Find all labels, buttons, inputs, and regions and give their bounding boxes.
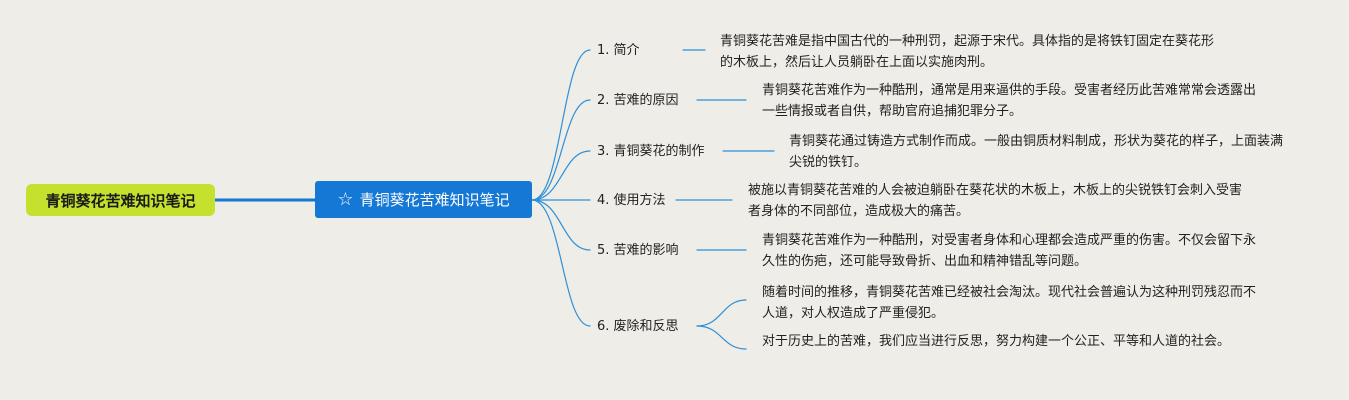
leaf-usage: 被施以青铜葵花苦难的人会被迫躺卧在葵花状的木板上，木板上的尖锐铁钉会刺入受害者身… bbox=[748, 183, 1243, 219]
leaf-cause: 青铜葵花苦难作为一种酷刑，通常是用来逼供的手段。受害者经历此苦难常常会透露出一些… bbox=[762, 83, 1257, 119]
leaf-abolish-1: 随着时间的推移，青铜葵花苦难已经被社会淘汰。现代社会普遍认为这种刑罚残忍而不人道… bbox=[762, 285, 1257, 321]
branch-impact[interactable]: 5. 苦难的影响 bbox=[597, 243, 679, 258]
center-to-branch-link-2 bbox=[531, 99, 591, 201]
root-node[interactable]: 青铜葵花苦难知识笔记 bbox=[26, 184, 215, 216]
central-topic-label: 青铜葵花苦难知识笔记 bbox=[359, 191, 510, 209]
center-to-branch-link-6 bbox=[531, 199, 591, 327]
center-to-branch-link-1 bbox=[531, 49, 591, 201]
star-outline-icon: ☆ bbox=[337, 188, 354, 210]
branch-usage[interactable]: 4. 使用方法 bbox=[597, 193, 666, 208]
branch-intro[interactable]: 1. 简介 bbox=[597, 43, 640, 58]
central-topic-node[interactable]: ☆ 青铜葵花苦难知识笔记 bbox=[315, 181, 532, 218]
root-node-label: 青铜葵花苦难知识笔记 bbox=[45, 191, 196, 210]
branch-to-leaf-link-6a bbox=[696, 299, 747, 327]
leaf-impact: 青铜葵花苦难作为一种酷刑，对受害者身体和心理都会造成严重的伤害。不仅会留下永久性… bbox=[762, 233, 1257, 269]
branch-abolish[interactable]: 6. 废除和反思 bbox=[597, 319, 679, 334]
leaf-intro: 青铜葵花苦难是指中国古代的一种刑罚，起源于宋代。具体指的是将铁钉固定在葵花形的木… bbox=[720, 34, 1215, 70]
leaf-abolish-2: 对于历史上的苦难，我们应当进行反思，努力构建一个公正、平等和人道的社会。 bbox=[762, 334, 1231, 349]
branch-cause[interactable]: 2. 苦难的原因 bbox=[597, 93, 679, 108]
branch-to-leaf-link-6b bbox=[696, 325, 747, 350]
center-to-branch-link-5 bbox=[531, 199, 591, 251]
leaf-making: 青铜葵花通过铸造方式制作而成。一般由铜质材料制成，形状为葵花的样子，上面装满尖锐… bbox=[789, 134, 1284, 170]
center-to-branch-link-3 bbox=[531, 150, 591, 201]
branch-making[interactable]: 3. 青铜葵花的制作 bbox=[597, 144, 705, 159]
